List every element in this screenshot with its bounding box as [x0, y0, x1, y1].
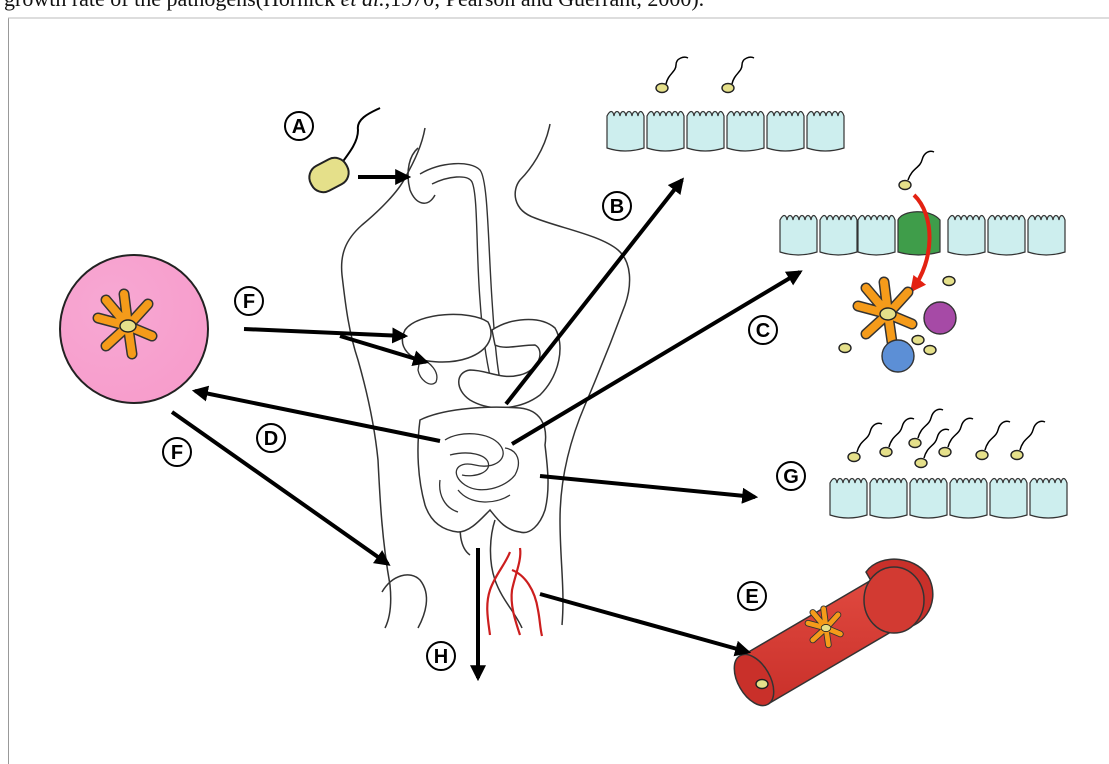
svg-text:F: F — [243, 291, 255, 313]
arrow-D — [195, 391, 440, 441]
groin-blood-vessels — [487, 548, 542, 636]
label-D: D — [257, 424, 285, 452]
svg-text:A: A — [292, 116, 306, 138]
liver — [402, 314, 491, 362]
bacterium-A — [305, 108, 380, 197]
label-F-top: F — [235, 287, 263, 315]
epithelium-G — [830, 479, 1067, 519]
label-H: H — [427, 642, 455, 670]
label-E: E — [738, 582, 766, 610]
m-cell — [898, 212, 940, 255]
arrow-G — [540, 476, 755, 497]
arrow-F-liver — [244, 329, 405, 336]
bacterium-C-3 — [912, 336, 924, 345]
bacteria-on-epithelium-B — [656, 57, 754, 92]
bacterium-C-1 — [943, 277, 955, 286]
large-intestine — [418, 407, 548, 532]
label-F-bottom: F — [163, 438, 191, 466]
epithelium-C — [780, 212, 1065, 255]
svg-text:B: B — [610, 196, 624, 218]
svg-text:F: F — [171, 442, 183, 464]
bacterium-C-top — [899, 151, 934, 189]
blue-immune-cell — [882, 340, 914, 372]
svg-text:G: G — [783, 466, 799, 488]
epithelium-B — [607, 112, 844, 152]
bacterium-C-4 — [924, 346, 936, 355]
label-C: C — [749, 316, 777, 344]
label-G: G — [777, 462, 805, 490]
bacterium-in-vessel — [756, 680, 768, 689]
svg-text:H: H — [434, 646, 448, 668]
bacteria-cluster-G — [848, 409, 1045, 467]
label-A: A — [285, 112, 313, 140]
arrow-E — [540, 594, 748, 652]
svg-text:C: C — [756, 320, 770, 342]
purple-immune-cell — [924, 302, 956, 334]
macrophage-C — [858, 282, 912, 342]
svg-text:D: D — [264, 428, 278, 450]
arrow-B — [506, 180, 682, 404]
label-B: B — [603, 192, 631, 220]
svg-text:E: E — [745, 586, 758, 608]
bacterium-C-2 — [839, 344, 851, 353]
